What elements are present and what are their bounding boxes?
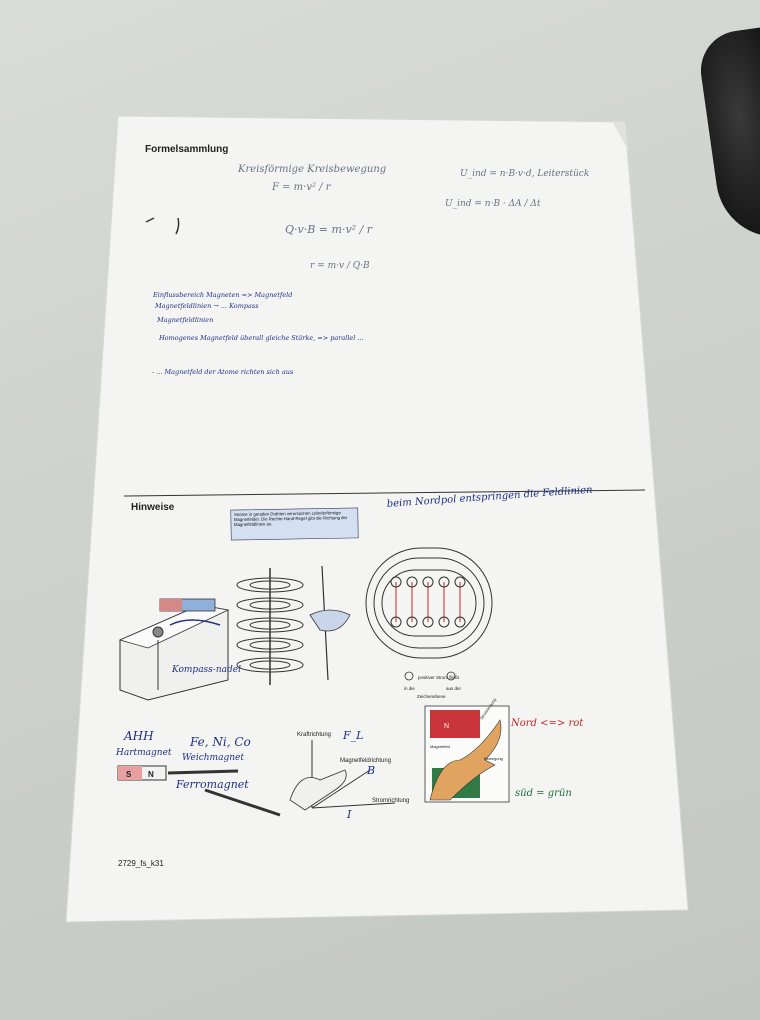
weichmagnet-label: Weichmagnet: [182, 753, 244, 763]
formula-force: F = m·v² / r: [271, 182, 332, 193]
kraftrichtung-label: Kraftrichtung: [297, 732, 331, 738]
note-line-4: Homogenes Magnetfeld überall gleiche Stä…: [158, 334, 364, 342]
formula-lorentz: Q·v·B = m·v² / r: [285, 223, 373, 236]
picture-magnetfeld-label: Magnetfeld: [430, 744, 450, 749]
section-title: Hinweise: [131, 502, 175, 513]
picture-n-label: N: [444, 723, 449, 730]
ahh-label: AHH: [123, 729, 154, 743]
formula-title: Kreisförmige Kreisbewegung: [237, 164, 386, 175]
i-label: I: [346, 808, 352, 821]
note-line-1: Einflussbereich Magneten => Magnetfeld: [152, 291, 292, 299]
paper-sheet: [66, 116, 688, 922]
formula-radius: r = m·v / Q·B: [310, 261, 370, 271]
note-line-5: - ... Magnetfeld der Atome richten sich …: [152, 368, 294, 376]
magnet-hand-picture: N S Magnetfeld Bewegung Stromrichtung: [424, 697, 510, 803]
compass-label: Kompass-nadel: [171, 665, 241, 675]
b-label: B: [366, 764, 375, 777]
ferromagnet-label: Ferromagnet: [175, 778, 249, 791]
magnetfeldrichtung-label: Magnetfeldrichtung: [340, 758, 391, 764]
coil-field-diagram: [365, 547, 493, 659]
header-title: Formelsammlung: [145, 144, 228, 155]
magnet-nail-diagram: S N: [117, 765, 281, 817]
magnet-n-label: N: [148, 770, 154, 779]
info-box-text: Ströme in geraden Drähten verursachen zy…: [233, 510, 348, 528]
formula-uind-2: U_ind = n·B · ΔA / Δt: [445, 199, 541, 209]
aus-der-label: aus der: [446, 686, 462, 691]
nord-rot-note: Nord <=> rot: [510, 718, 584, 729]
in-die-label: in die: [404, 686, 415, 691]
fe-ni-co-label: Fe, Ni, Co: [189, 735, 251, 749]
wire-field-rings: [236, 568, 304, 685]
compass-box-diagram: Kompass-nadel: [118, 598, 241, 701]
current-label: positiver Strom fließt: [418, 675, 460, 680]
current-legend: positiver Strom fließt in die aus der Ze…: [404, 671, 462, 699]
picture-bewegung-label: Bewegung: [484, 756, 503, 761]
right-hand-rule-icon: [309, 565, 351, 681]
note-line-3: Magnetfeldlinien: [156, 316, 213, 324]
footer-code: 2729_fs_k31: [118, 859, 164, 868]
hartmagnet-label: Hartmagnet: [115, 748, 172, 758]
formula-uind-1: U_ind = n·B·v·d, Leiterstück: [460, 169, 589, 179]
left-hand-rule-diagram: [289, 740, 396, 811]
magnet-s-label: S: [126, 770, 132, 779]
stromrichtung-label: Stromrichtung: [372, 798, 409, 804]
note-line-2: Magnetfeldlinien → ... Kompass: [154, 302, 259, 310]
handwritten-notes: Einflussbereich Magneten => Magnetfeld M…: [152, 291, 364, 376]
sued-gruen-note: süd = grün: [515, 788, 572, 799]
fl-label: F_L: [342, 729, 363, 742]
zeichenebene-label: Zeichenebene: [417, 694, 446, 699]
section-divider: [123, 489, 646, 497]
